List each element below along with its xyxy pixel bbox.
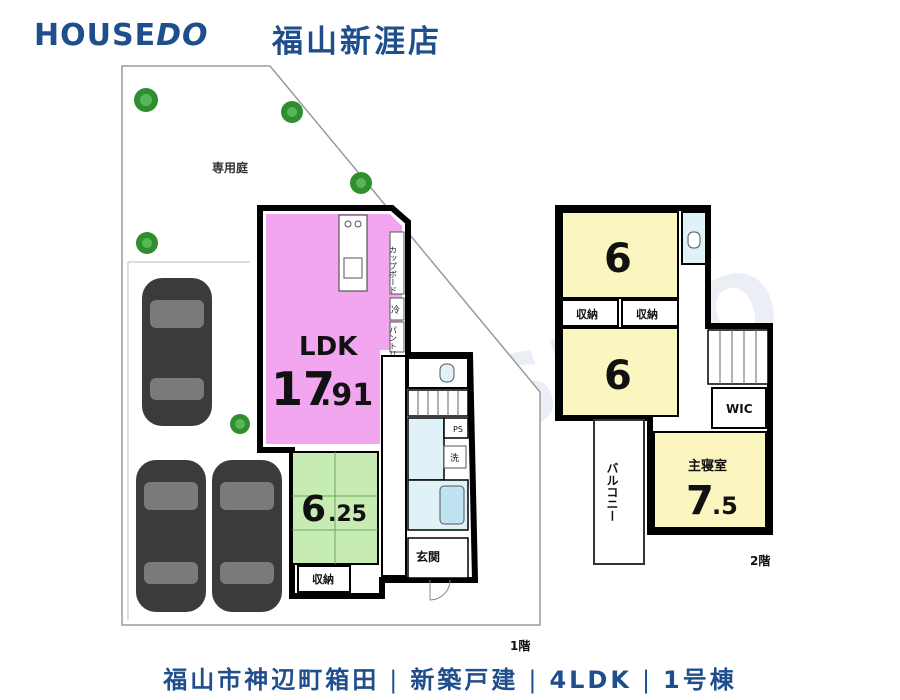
ldk-label: LDK: [299, 332, 358, 362]
bedroom-1-size: 6: [604, 236, 632, 282]
washitsu-size-main: 6: [301, 489, 326, 530]
tree-icon: [136, 232, 158, 254]
floor1-label: 1階: [510, 638, 530, 653]
tree-icon: [230, 414, 250, 434]
cupboard: [389, 231, 405, 295]
master-bedroom-label: 主寝室: [688, 458, 727, 474]
tree-icon: [134, 88, 158, 112]
logo-house: HOUSE: [34, 18, 157, 53]
storage-2f-left-label: 収納: [576, 307, 598, 321]
wic: [711, 387, 767, 429]
storage-2f-right-label: 収納: [636, 307, 658, 321]
balcony-label: バルコニー: [605, 462, 619, 522]
stairs-2f: [707, 329, 769, 385]
entrance-label: 玄関: [416, 549, 440, 564]
car-icon: [142, 278, 212, 426]
footer-separator: |: [528, 666, 540, 694]
footer-separator: |: [389, 666, 401, 694]
bedroom-2: [561, 327, 679, 417]
fridge-label: 冷: [391, 304, 400, 316]
hallway: [381, 355, 407, 577]
bedroom-1: [561, 211, 679, 299]
floor-plan-svg: HOUSEDO 専用庭 カップボード 冷 パントリー LDK 17 .91: [121, 65, 796, 653]
entrance: [407, 537, 469, 579]
footer-building: 1号棟: [663, 666, 737, 694]
logo-do: DO: [156, 18, 209, 53]
fridge-space: [389, 297, 405, 321]
laundry-space: [443, 445, 467, 469]
store-name: 福山新涯店: [272, 24, 442, 60]
footer-separator: |: [641, 666, 654, 694]
storage-1f-label: 収納: [312, 572, 334, 586]
wic-label: WIC: [726, 402, 753, 416]
ps-space: [443, 417, 469, 439]
tree-icon: [350, 172, 372, 194]
ldk-room: [266, 214, 402, 444]
kitchen-counter: [338, 214, 368, 292]
washroom: [407, 417, 445, 481]
master-size-frac: .5: [712, 492, 738, 520]
storage-1f: [297, 565, 351, 593]
pantry-label: パントリー: [389, 326, 398, 366]
footer-location: 福山市神辺町箱田: [163, 666, 380, 694]
car-icon: [212, 460, 282, 612]
header: HOUSEDO 福山新涯店: [0, 0, 900, 62]
housedo-logo: HOUSEDO: [34, 18, 208, 53]
footer-type: 新築戸建: [410, 666, 519, 694]
ps-label: PS: [453, 425, 463, 434]
pantry: [389, 321, 405, 353]
master-size-main: 7: [686, 478, 714, 524]
washitsu-size-frac: .25: [328, 502, 367, 527]
tree-icon: [281, 101, 303, 123]
master-bedroom: [653, 431, 767, 529]
footer: 福山市神辺町箱田 | 新築戸建 | 4LDK | 1号棟: [0, 660, 900, 700]
laundry-label: 洗: [450, 452, 459, 464]
floor-plan: HOUSEDO 専用庭 カップボード 冷 パントリー LDK 17 .91: [0, 60, 900, 660]
bedroom-2-size: 6: [604, 353, 632, 399]
balcony: [593, 419, 645, 565]
ldk-size-frac: .91: [320, 378, 373, 413]
storage-2f-right: [621, 299, 679, 327]
footer-layout: 4LDK: [549, 666, 632, 694]
car-icon: [136, 460, 206, 612]
entrance-door-swing: [429, 579, 451, 601]
garden-label: 専用庭: [212, 160, 248, 175]
toilet-2f: [681, 211, 707, 265]
toilet-1f: [407, 357, 469, 389]
storage-2f-left: [561, 299, 619, 327]
floor2-label: 2階: [750, 553, 770, 568]
ldk-size-main: 17: [271, 362, 335, 416]
cupboard-label: カップボード: [389, 246, 398, 294]
